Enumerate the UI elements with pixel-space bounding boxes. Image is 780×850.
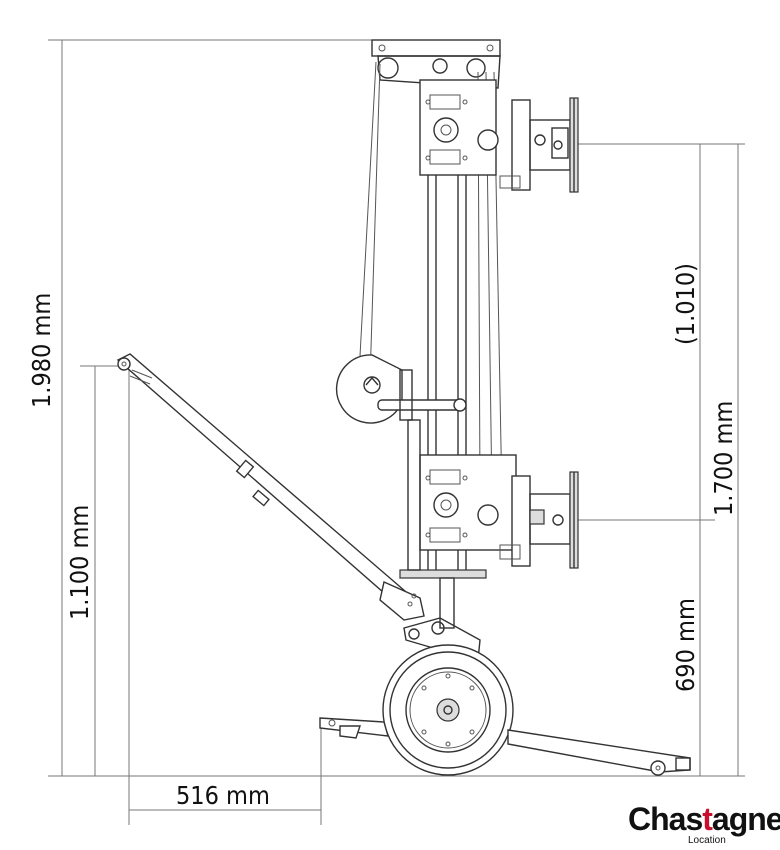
chastagner-logo: Chastagner Location <box>628 801 780 846</box>
tilting-arm <box>116 353 425 621</box>
svg-text:Chastagner: Chastagner <box>628 801 780 837</box>
total-height-label: 1.980 mm <box>27 293 56 408</box>
lower-suction-head <box>499 471 579 569</box>
base-legs <box>319 717 691 776</box>
lower-pad-height-label: 690 mm <box>671 598 700 692</box>
upper-pad-height-label: 1.700 mm <box>709 401 738 516</box>
arm-height-label: 1.100 mm <box>65 505 94 620</box>
arm-offset-label: 516 mm <box>176 781 270 810</box>
wheel-assembly <box>382 577 514 776</box>
winch <box>335 354 467 424</box>
mast <box>359 39 517 579</box>
ref-height-label: (1.010) <box>671 263 700 345</box>
svg-text:Location: Location <box>688 835 726 846</box>
dimension-lines <box>48 39 745 825</box>
upper-suction-head <box>499 97 579 193</box>
